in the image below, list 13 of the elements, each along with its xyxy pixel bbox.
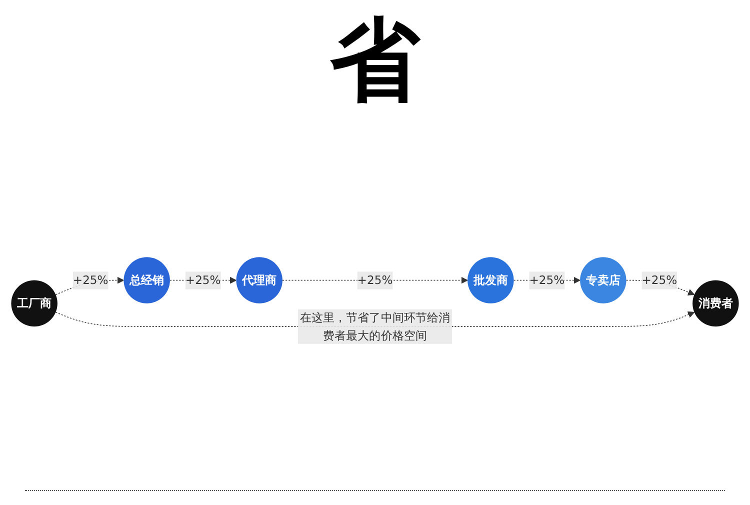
- node-circle: 专卖店: [580, 258, 626, 304]
- edge-label: +25%: [357, 274, 393, 288]
- node-circle: 代理商: [236, 258, 282, 304]
- edge-label: +25%: [185, 274, 221, 288]
- edge-label: +25%: [642, 274, 678, 288]
- node-circle: 工厂商: [11, 280, 58, 328]
- edge-label: 在这里，节省了中间环节给消费者最大的价格空间: [300, 311, 450, 342]
- edge-label: +25%: [72, 274, 108, 288]
- node-circle: 总经销: [124, 258, 170, 304]
- node-circle: 消费者: [692, 280, 739, 328]
- node-circle: 批发商: [468, 258, 514, 304]
- edge-label: +25%: [529, 274, 565, 288]
- large-character: 省: [330, 8, 420, 113]
